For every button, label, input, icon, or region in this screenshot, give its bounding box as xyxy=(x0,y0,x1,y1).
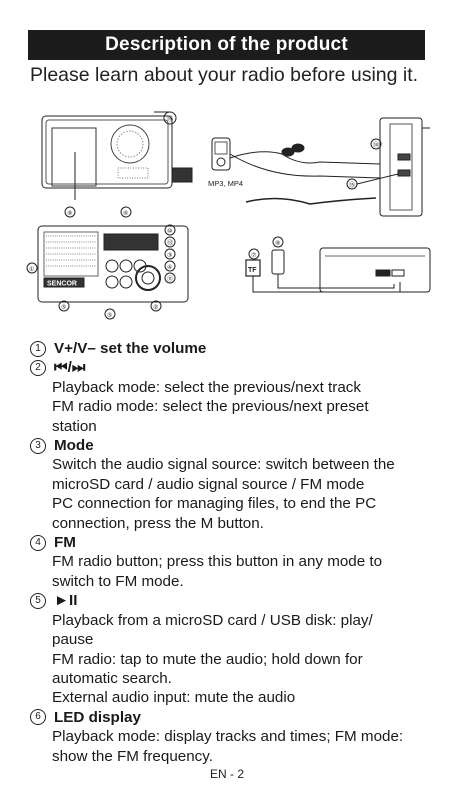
svg-text:⑤: ⑤ xyxy=(107,312,112,319)
svg-text:⑤: ⑤ xyxy=(61,304,66,311)
item-line: connection, press the M button. xyxy=(52,514,264,532)
item-line: microSD card / audio signal source / FM … xyxy=(52,475,365,493)
item-line: PC connection for managing files, to end… xyxy=(52,495,377,513)
svg-text:⑮: ⑮ xyxy=(349,181,355,189)
mp3-player-illustration xyxy=(211,137,231,171)
item-number: 1 xyxy=(30,340,46,357)
list-item: 5 ►II Playback from a microSD card / USB … xyxy=(30,591,440,707)
list-item: 2 ⏮/⏭ Playback mode: select the previous/… xyxy=(30,358,440,436)
svg-text:⑧: ⑧ xyxy=(275,240,280,247)
item-line: Switch the audio signal source: switch b… xyxy=(52,456,395,474)
svg-text:⑭: ⑭ xyxy=(373,141,379,149)
svg-text:①: ① xyxy=(29,266,34,273)
item-title: FM xyxy=(54,534,76,552)
item-line: Playback from a microSD card / USB disk:… xyxy=(52,611,373,629)
item-number: 5 xyxy=(30,592,46,609)
item-line: show the FM frequency. xyxy=(52,747,213,765)
item-line: station xyxy=(52,417,97,435)
feature-list: 1 V+/V– set the volume 2 ⏮/⏭ Playback mode… xyxy=(30,339,440,766)
item-line: pause xyxy=(52,631,94,649)
item-line: FM radio: tap to mute the audio; hold do… xyxy=(52,650,363,668)
item-number: 4 xyxy=(30,534,46,551)
item-line: FM radio button; press this button in an… xyxy=(52,553,383,571)
item-title: ⏮/⏭ xyxy=(54,359,86,377)
item-line: automatic search. xyxy=(52,669,172,687)
svg-text:②: ② xyxy=(153,304,158,311)
intro-text: Please learn about your radio before usi… xyxy=(30,64,419,86)
item-number: 2 xyxy=(30,360,46,377)
product-diagram: ⑯ MP3, MP4 ⑭ ⑮ xyxy=(20,108,440,338)
radio-side-view xyxy=(379,117,430,217)
svg-text:④: ④ xyxy=(167,264,172,271)
svg-text:⑥: ⑥ xyxy=(123,210,128,217)
radio-back-view xyxy=(41,111,177,200)
callout-16: ⑯ xyxy=(167,115,173,123)
usb-stick xyxy=(271,249,285,275)
item-line: FM radio mode: select the previous/next … xyxy=(52,398,369,416)
brand-logo: SENCOR xyxy=(47,281,77,288)
item-line: Playback mode: select the previous/next … xyxy=(52,378,361,396)
item-line: External audio input: mute the audio xyxy=(52,689,296,707)
svg-text:⑬: ⑬ xyxy=(167,239,173,247)
item-title: V+/V– set the volume xyxy=(54,340,207,357)
section-header: Description of the product xyxy=(28,30,425,60)
list-item: 6 LED display Playback mode: display trac… xyxy=(30,708,440,766)
list-item: 4 FM FM radio button; press this button i… xyxy=(30,533,440,591)
mp3-mp4-label: MP3, MP4 xyxy=(208,179,243,188)
svg-text:TF: TF xyxy=(248,267,257,274)
item-title: Mode xyxy=(54,437,94,455)
page-number: EN - 2 xyxy=(209,767,244,781)
microsd-card xyxy=(171,167,193,183)
item-line: Playback mode: display tracks and times;… xyxy=(52,728,404,746)
item-line: switch to FM mode. xyxy=(52,572,184,590)
list-item: 1 V+/V– set the volume xyxy=(30,339,440,358)
item-title: ►II xyxy=(54,592,78,610)
item-title: LED display xyxy=(54,708,141,726)
svg-text:⑨: ⑨ xyxy=(67,210,72,217)
item-number: 3 xyxy=(30,437,46,454)
svg-text:⑦: ⑦ xyxy=(251,252,256,259)
list-item: 3 Mode Switch the audio signal source: sw… xyxy=(30,436,440,533)
radio-slot-view xyxy=(319,247,431,293)
svg-text:⑩: ⑩ xyxy=(167,228,172,235)
item-number: 6 xyxy=(30,709,46,726)
section-title: Description of the product xyxy=(105,34,348,55)
svg-text:③: ③ xyxy=(167,252,172,259)
svg-text:⑪: ⑪ xyxy=(167,275,173,283)
radio-front-view xyxy=(37,225,189,303)
